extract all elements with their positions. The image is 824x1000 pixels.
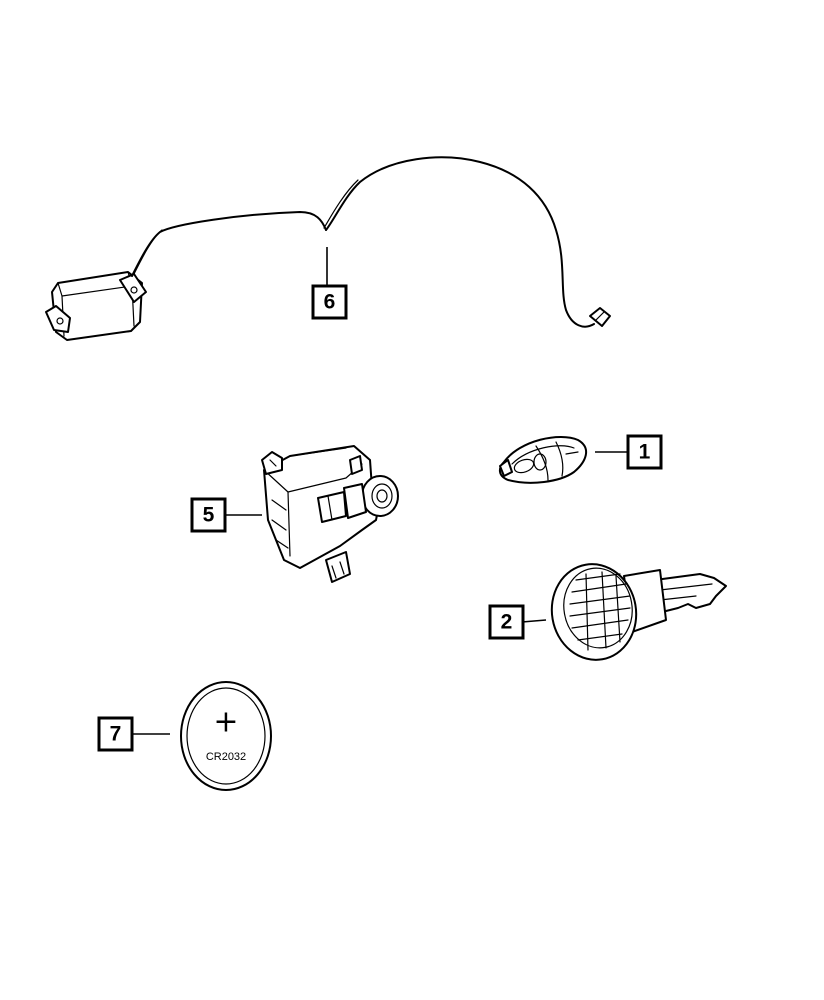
leader-line-2 — [521, 619, 547, 623]
callout-1-label: 1 — [639, 441, 651, 464]
callout-6-label: 6 — [324, 291, 336, 314]
key-fob-remote — [498, 436, 588, 484]
callout-7[interactable]: 7 — [97, 716, 134, 752]
ignition-module — [261, 445, 399, 583]
callout-5[interactable]: 5 — [190, 497, 227, 533]
callout-2[interactable]: 2 — [488, 604, 525, 640]
callout-1[interactable]: 1 — [626, 434, 663, 470]
callout-2-label: 2 — [501, 611, 513, 634]
callout-5-label: 5 — [203, 504, 215, 527]
callout-7-label: 7 — [110, 723, 122, 746]
antenna-module-harness — [45, 156, 611, 341]
coin-battery: + CR2032 — [180, 681, 272, 791]
callout-6[interactable]: 6 — [311, 284, 348, 320]
ignition-key — [550, 563, 727, 661]
battery-plus-symbol: + — [213, 705, 238, 740]
battery-model-label: CR2032 — [206, 751, 246, 763]
